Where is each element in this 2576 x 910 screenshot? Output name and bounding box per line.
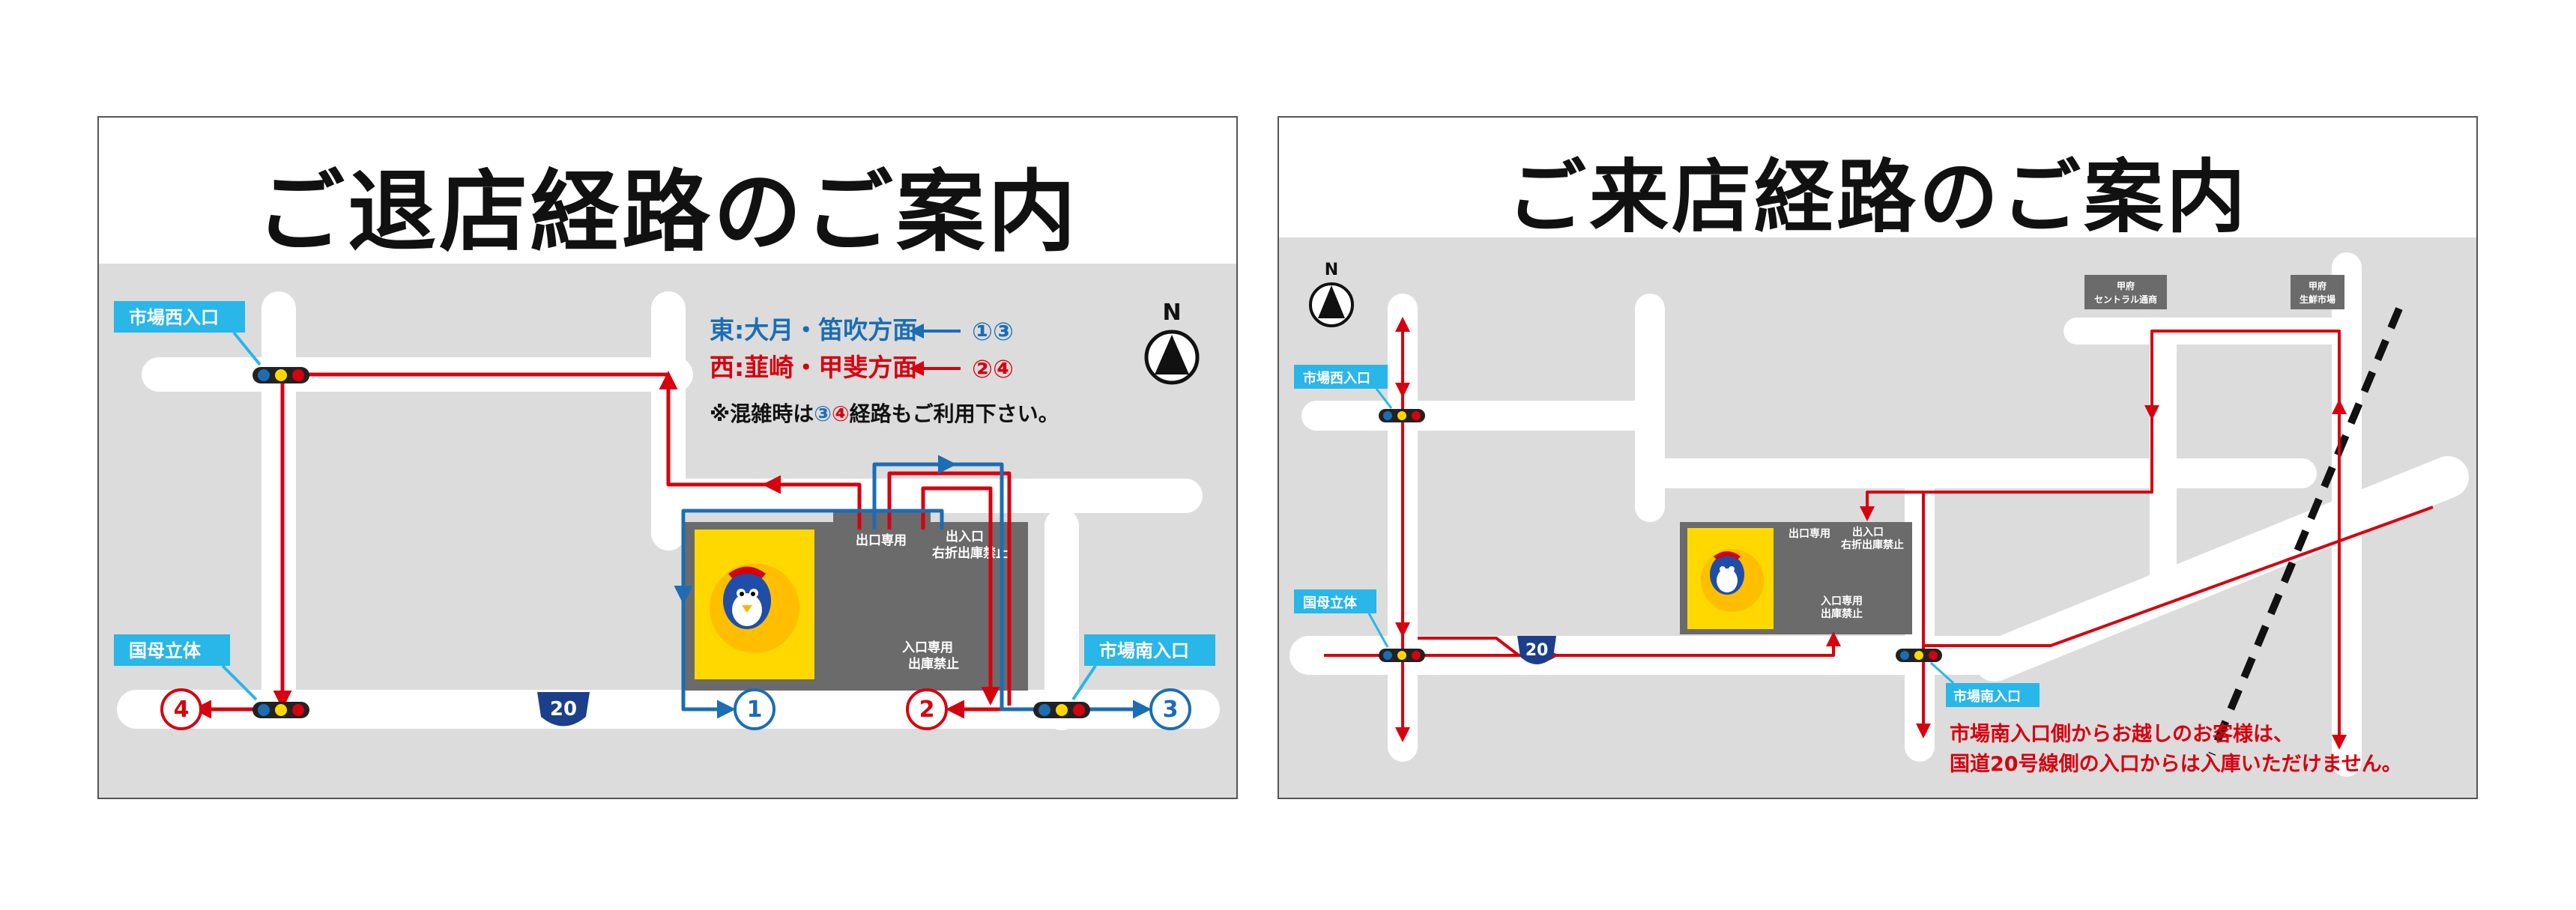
svg-text:セントラル通商: セントラル通商	[2094, 294, 2157, 305]
svg-text:1: 1	[747, 697, 763, 723]
route-20-shield-icon: 20	[1517, 636, 1556, 664]
exit-legend: 東:大月・笛吹方面 ①③ 西:韮崎・甲斐方面 ②④ ※混雑時は③④経路もご利用下…	[710, 315, 1059, 426]
exit-map: 出口専用 出入口 右折出庫禁止 入口専用 出庫禁止	[99, 264, 1236, 798]
route-marker-1: 1	[734, 688, 775, 730]
label-kokubo: 国母立体	[1303, 595, 1358, 611]
legend-note: ※混雑時は③④経路もご利用下さい。	[710, 401, 1059, 426]
label-box-kokubo	[1294, 589, 1376, 613]
label-in-out: 出入口	[1852, 526, 1884, 539]
svg-text:2: 2	[919, 697, 935, 723]
enter-map: 出口専用 出入口 右折出庫禁止 入口専用 出庫禁止	[1279, 237, 2476, 798]
traffic-light-west-bottom	[1379, 649, 1425, 662]
label-box-kokubo	[114, 634, 230, 666]
exit-route-panel: ご退店経路のご案内	[97, 116, 1238, 799]
compass-north-icon: N	[1144, 300, 1200, 385]
label-right-turn-no-exit: 右折出庫禁止	[1840, 539, 1904, 551]
label-exit-only: 出口専用	[856, 533, 907, 548]
route-marker-3: 3	[1149, 688, 1191, 730]
route-20-shield-icon: 20	[537, 692, 590, 727]
notice-line-1: 市場南入口側からお越しのお客様は、	[1950, 722, 2294, 746]
railway-line	[2208, 307, 2403, 756]
traffic-light-west-bottom	[253, 702, 309, 718]
svg-text:20: 20	[550, 698, 577, 721]
svg-text:生鮮市場: 生鮮市場	[2300, 294, 2335, 305]
enter-roads	[1289, 252, 2469, 777]
enter-map-svg: 出口専用 出入口 右折出庫禁止 入口専用 出庫禁止	[1289, 252, 2469, 777]
svg-text:甲府: 甲府	[2117, 280, 2135, 291]
mascot-icon	[710, 563, 799, 653]
label-in-out: 出入口	[946, 529, 984, 545]
route-marker-2: 2	[906, 688, 948, 730]
label-box-market-west	[1294, 365, 1388, 389]
notice-line-2: 国道20号線側の入口からは入庫いただけません。	[1950, 752, 2402, 776]
label-no-exit: 出庫禁止	[908, 656, 959, 672]
svg-text:3: 3	[1163, 697, 1179, 723]
label-no-exit: 出庫禁止	[1821, 607, 1863, 620]
traffic-light-south	[1033, 702, 1090, 718]
label-market-west: 市場西入口	[1303, 370, 1370, 386]
traffic-light-west-top	[1379, 409, 1425, 422]
label-entrance-only: 入口専用	[902, 640, 953, 655]
route-marker-4: 4	[160, 688, 202, 730]
kofu-market-label: 甲府 生鮮市場	[2291, 275, 2344, 309]
exit-map-svg: 出口専用 出入口 右折出庫禁止 入口専用 出庫禁止	[114, 291, 1220, 730]
label-entrance-only: 入口専用	[1821, 595, 1863, 607]
svg-text:N: N	[1325, 261, 1338, 279]
label-market-south: 市場南入口	[1099, 640, 1189, 661]
label-box-market-south	[1084, 634, 1215, 666]
traffic-light-west-top	[253, 367, 309, 383]
label-box-market-west	[114, 301, 245, 333]
label-right-turn-no-exit: 右折出庫禁止	[932, 545, 1009, 561]
road-diagonal	[1974, 456, 2469, 682]
svg-text:4: 4	[174, 697, 190, 723]
mascot-icon	[1701, 549, 1764, 612]
legend-west: 西:韮崎・甲斐方面	[710, 353, 917, 382]
legend-west-routes: ②④	[972, 354, 1014, 383]
svg-text:甲府: 甲府	[2309, 280, 2326, 291]
store-building-bump	[833, 511, 931, 533]
enter-routes-red	[1324, 317, 2434, 750]
exit-panel-title: ご退店経路のご案内	[256, 160, 1079, 264]
traffic-light-south	[1896, 649, 1942, 662]
enter-route-panel: ご来店経路のご案内	[1278, 116, 2478, 799]
svg-text:20: 20	[1526, 641, 1549, 660]
legend-east-routes: ①③	[972, 317, 1014, 346]
label-market-south: 市場南入口	[1953, 688, 2021, 705]
legend-east: 東:大月・笛吹方面	[710, 315, 917, 345]
enter-panel-title: ご来店経路のご案内	[1507, 151, 2249, 243]
kofu-central-label: 甲府 セントラル通商	[2084, 275, 2167, 309]
svg-text:N: N	[1162, 300, 1181, 326]
label-market-west: 市場西入口	[129, 307, 219, 328]
label-kokubo: 国母立体	[129, 640, 202, 661]
compass-north-icon: N	[1309, 261, 1354, 327]
label-box-market-south	[1946, 683, 2040, 707]
label-exit-only: 出口専用	[1789, 527, 1830, 540]
